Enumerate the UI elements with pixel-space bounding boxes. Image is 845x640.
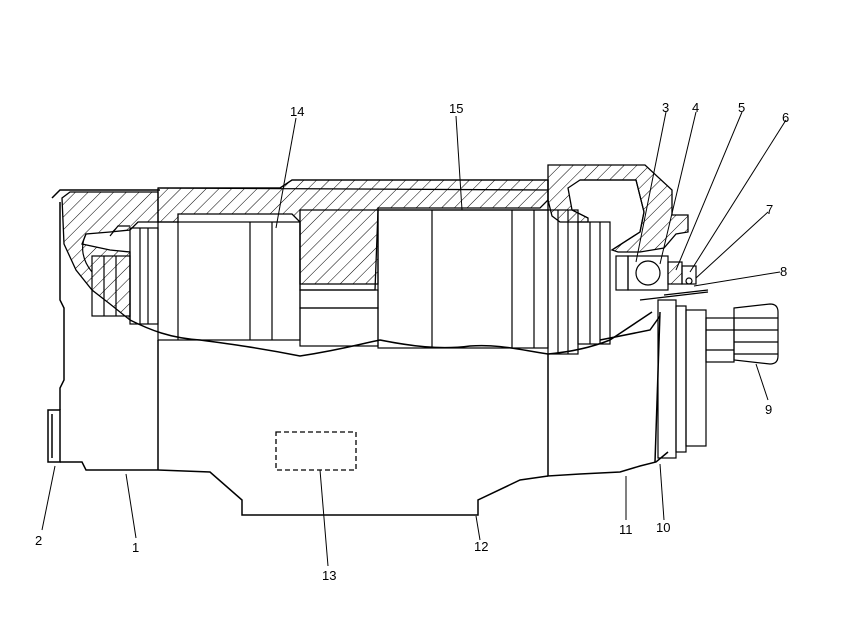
internal-components — [82, 179, 779, 459]
callout-1: 1 — [132, 540, 139, 555]
callout-14: 14 — [290, 104, 304, 119]
callout-8: 8 — [780, 264, 787, 279]
callout-15: 15 — [449, 101, 463, 116]
callout-3: 3 — [662, 100, 669, 115]
callout-4: 4 — [692, 100, 699, 115]
callout-11: 11 — [619, 522, 633, 537]
callout-5: 5 — [738, 100, 745, 115]
callout-12: 12 — [474, 539, 488, 554]
callout-9: 9 — [765, 402, 772, 417]
callout-13: 13 — [322, 568, 336, 583]
leader-lines — [41, 111, 787, 567]
shaft-spline — [733, 303, 779, 365]
callout-7: 7 — [766, 202, 773, 217]
nameplate-outline — [275, 431, 357, 471]
callout-10: 10 — [656, 520, 670, 535]
callout-labels: 1 2 3 4 5 6 7 8 9 10 11 12 13 14 15 — [35, 100, 789, 583]
callout-2: 2 — [35, 533, 42, 548]
callout-6: 6 — [782, 110, 789, 125]
housing-section-hatched — [61, 164, 689, 322]
